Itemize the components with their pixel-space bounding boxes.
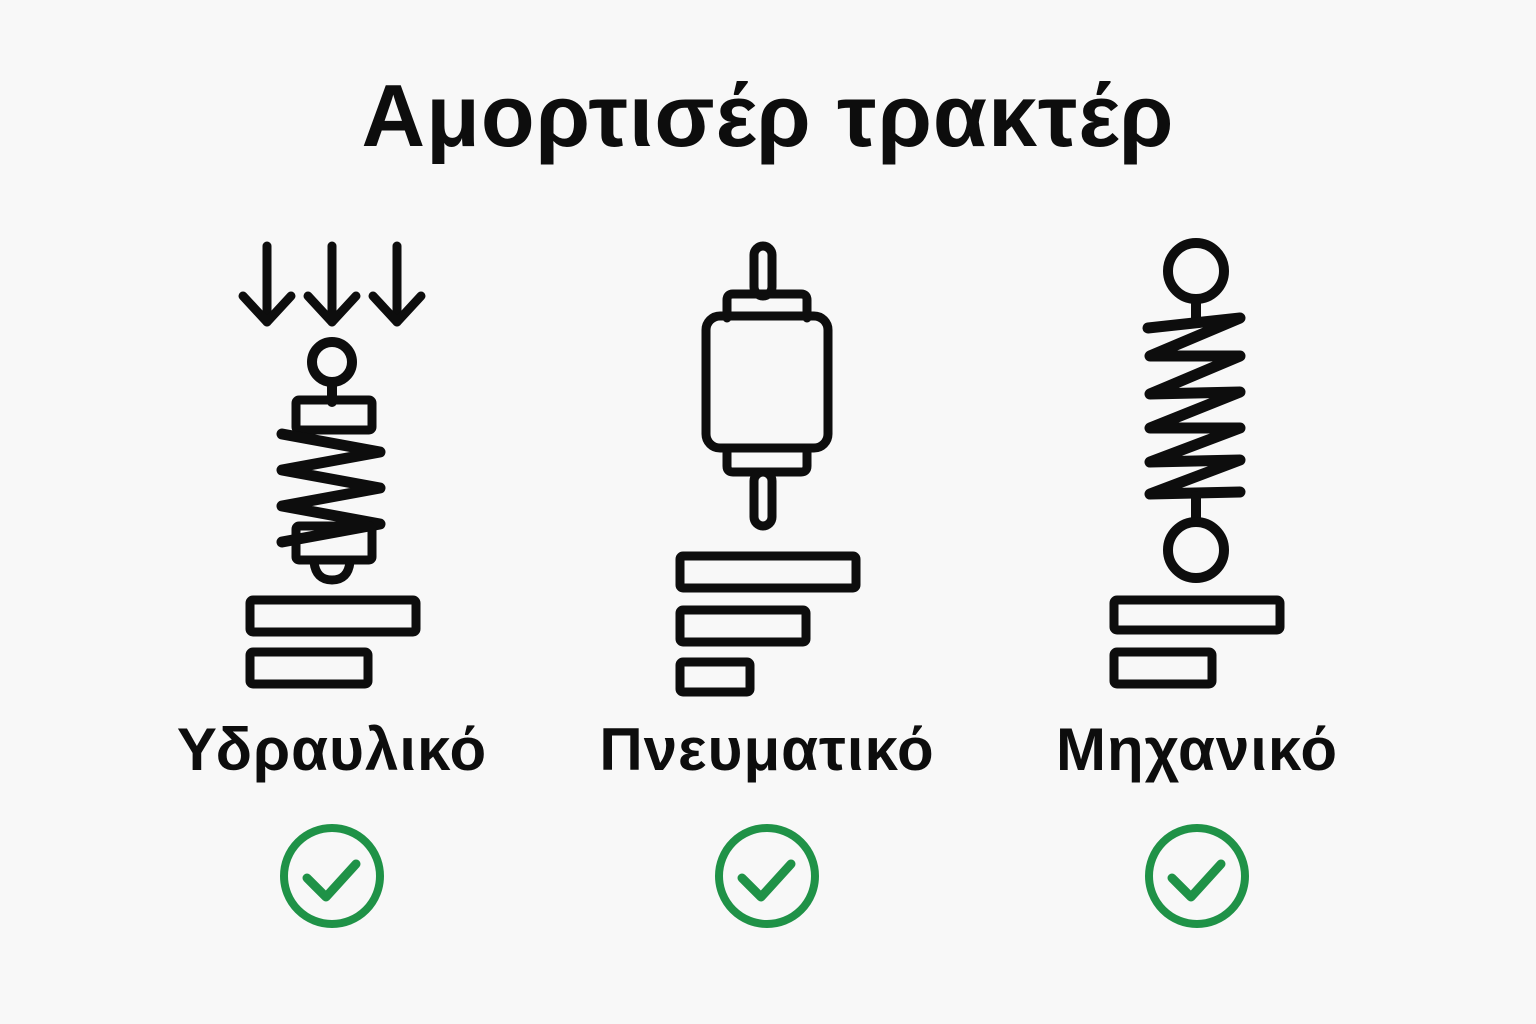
label-pneumatic: Πνευματικό bbox=[599, 716, 935, 783]
down-arrow-icon bbox=[303, 241, 361, 327]
pneumatic-shock-absorber-icon bbox=[675, 241, 861, 697]
label-mechanical: Μηχανικό bbox=[1055, 716, 1339, 783]
down-arrow-icon bbox=[238, 241, 296, 327]
down-arrow-icon bbox=[368, 241, 426, 327]
label-hydraulic: Υδραυλικό bbox=[176, 716, 488, 783]
page-title: Αμορτισέρ τρακτέρ bbox=[361, 66, 1175, 165]
check-circle-icon bbox=[280, 824, 384, 928]
check-circle-icon bbox=[715, 824, 819, 928]
check-circle-icon bbox=[1145, 824, 1249, 928]
mechanical-shock-absorber-icon bbox=[1109, 238, 1285, 689]
hydraulic-shock-absorber-icon bbox=[238, 241, 426, 689]
